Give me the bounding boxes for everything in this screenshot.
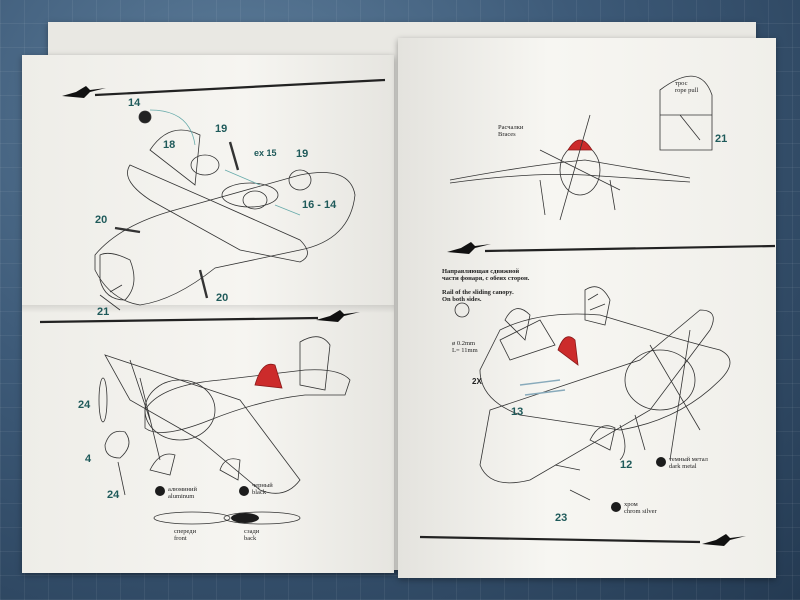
part-number-19-a: 19 — [215, 123, 228, 135]
legend-back-ru: сзади — [244, 528, 260, 535]
page-fold-shadow — [22, 305, 394, 313]
note-braces-en: Braces — [498, 131, 516, 139]
note-rope-pull-ru: трос — [675, 80, 688, 87]
part-number-12: 12 — [620, 459, 633, 471]
part-number-13: 13 — [511, 406, 524, 418]
aircraft-drawing-left-bottom — [98, 336, 351, 525]
aircraft-drawing-left-top — [94, 109, 356, 311]
part-number-21-b: 21 — [715, 133, 728, 145]
legend-black: черный black — [252, 482, 273, 497]
left-instruction-page — [22, 55, 394, 573]
part-number-20-a: 20 — [95, 214, 108, 226]
part-number-14: 14 — [128, 97, 141, 109]
note-wire-length: L= 11mm — [452, 347, 478, 355]
note-rope-pull: трос rope pull — [675, 80, 698, 95]
legend-back-en: back — [244, 535, 257, 543]
part-number-ex-15: ex 15 — [254, 148, 277, 158]
legend-front: спереди front — [174, 528, 196, 543]
note-wire-diameter: ø 0.2mm — [452, 340, 476, 347]
legend-black-en: black — [252, 489, 267, 497]
note-rope-pull-en: rope pull — [675, 87, 699, 95]
part-number-19-b: 19 — [296, 148, 309, 160]
legend-front-en: front — [174, 535, 187, 543]
note-wire-size: ø 0.2mm L= 11mm — [452, 340, 478, 355]
legend-aluminum-ru: алюминий — [168, 486, 197, 493]
part-number-20-b: 20 — [216, 292, 229, 304]
legend-aluminum: алюминий aluminum — [168, 486, 197, 501]
legend-front-ru: спереди — [174, 528, 197, 535]
legend-black-ru: черный — [252, 482, 273, 489]
part-number-18: 18 — [163, 139, 176, 151]
part-quantity-2x: 2X — [472, 377, 482, 386]
legend-back: сзади back — [244, 528, 259, 543]
part-number-23: 23 — [555, 512, 568, 524]
part-number-21-a: 21 — [97, 306, 110, 318]
step-bar-right-middle — [447, 242, 776, 254]
legend-chrome-silver-ru: хром — [624, 501, 638, 508]
step-bar-left-middle — [39, 310, 360, 324]
legend-dark-metal: темный метал dark metal — [669, 456, 708, 471]
aircraft-drawing-right-top — [449, 75, 713, 221]
note-braces-ru: Расчалки — [498, 124, 524, 131]
right-instruction-page — [398, 38, 776, 578]
part-number-24-b: 24 — [107, 489, 120, 501]
legend-dark-metal-ru: темный метал — [669, 456, 708, 463]
note-canopy-rail: Направляющая сдвижной части фонаря, с об… — [442, 268, 529, 304]
step-bar-left-top — [62, 78, 386, 98]
legend-aluminum-en: aluminum — [168, 493, 195, 501]
aircraft-drawing-right-bottom — [155, 286, 731, 512]
note-canopy-rail-en-2: On both sides. — [442, 296, 482, 304]
part-number-24-a: 24 — [78, 399, 91, 411]
note-canopy-rail-ru-2: части фонаря, с обеих сторон. — [442, 275, 530, 283]
legend-dark-metal-en: dark metal — [669, 463, 697, 471]
legend-chrome-silver: хром chrom silver — [624, 501, 657, 516]
legend-chrome-silver-en: chrom silver — [624, 508, 657, 516]
note-canopy-rail-en-1: Rail of the sliding canopy. — [442, 288, 514, 296]
part-number-4: 4 — [85, 453, 92, 465]
part-number-16-14: 16 - 14 — [302, 199, 337, 211]
note-braces: Расчалки Braces — [498, 124, 523, 139]
note-canopy-rail-ru-1: Направляющая сдвижной — [442, 268, 520, 275]
step-bar-right-bottom — [419, 534, 746, 546]
